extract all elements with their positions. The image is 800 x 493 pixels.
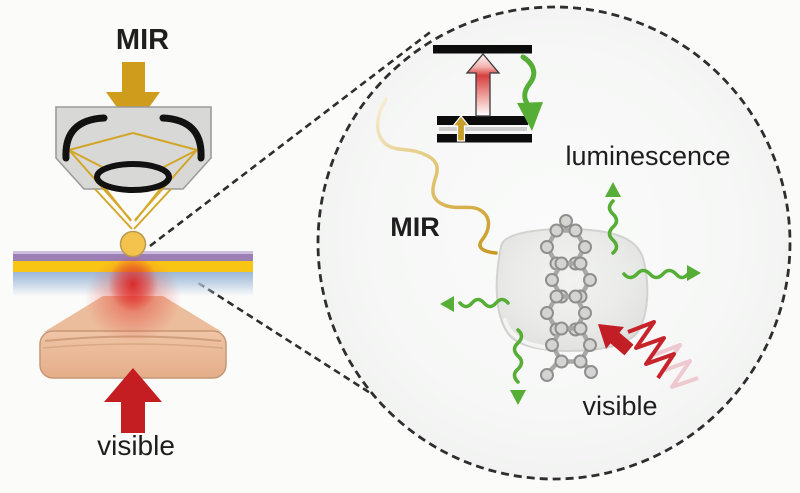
luminescence-arrow-right — [622, 268, 690, 280]
schwarzschild-objective — [55, 106, 212, 230]
luminescence-arrow-down — [512, 328, 524, 384]
luminescence-arrow-up — [607, 199, 619, 255]
visible-label-left: visible — [97, 430, 175, 461]
energy-level-diagram — [433, 45, 543, 143]
vibrational-arrow — [451, 115, 471, 142]
excitation-arrow — [465, 52, 501, 117]
luminescence-label: luminescence — [565, 141, 731, 171]
visible-up-arrow — [104, 368, 162, 433]
luminescence-arrow-left — [458, 297, 510, 309]
visible-label-inset: visible — [582, 391, 658, 421]
mir-label-left: MIR — [115, 24, 170, 56]
luminescence-arrowheads — [440, 182, 701, 405]
visible-wave — [598, 320, 699, 389]
molecule — [541, 214, 597, 382]
objective-mirror-arcs — [62, 114, 205, 162]
photothermal-glow — [85, 254, 181, 342]
luminescence-arrows — [458, 199, 690, 384]
emission-squiggle-head — [517, 102, 543, 131]
emission-squiggle — [520, 54, 537, 109]
mir-down-arrow — [106, 62, 160, 130]
visible-wave-arrowhead — [598, 324, 634, 356]
mir-label-inset: MIR — [390, 212, 440, 242]
focus-droplet — [119, 230, 147, 258]
objective-secondary-mirror — [94, 161, 172, 193]
